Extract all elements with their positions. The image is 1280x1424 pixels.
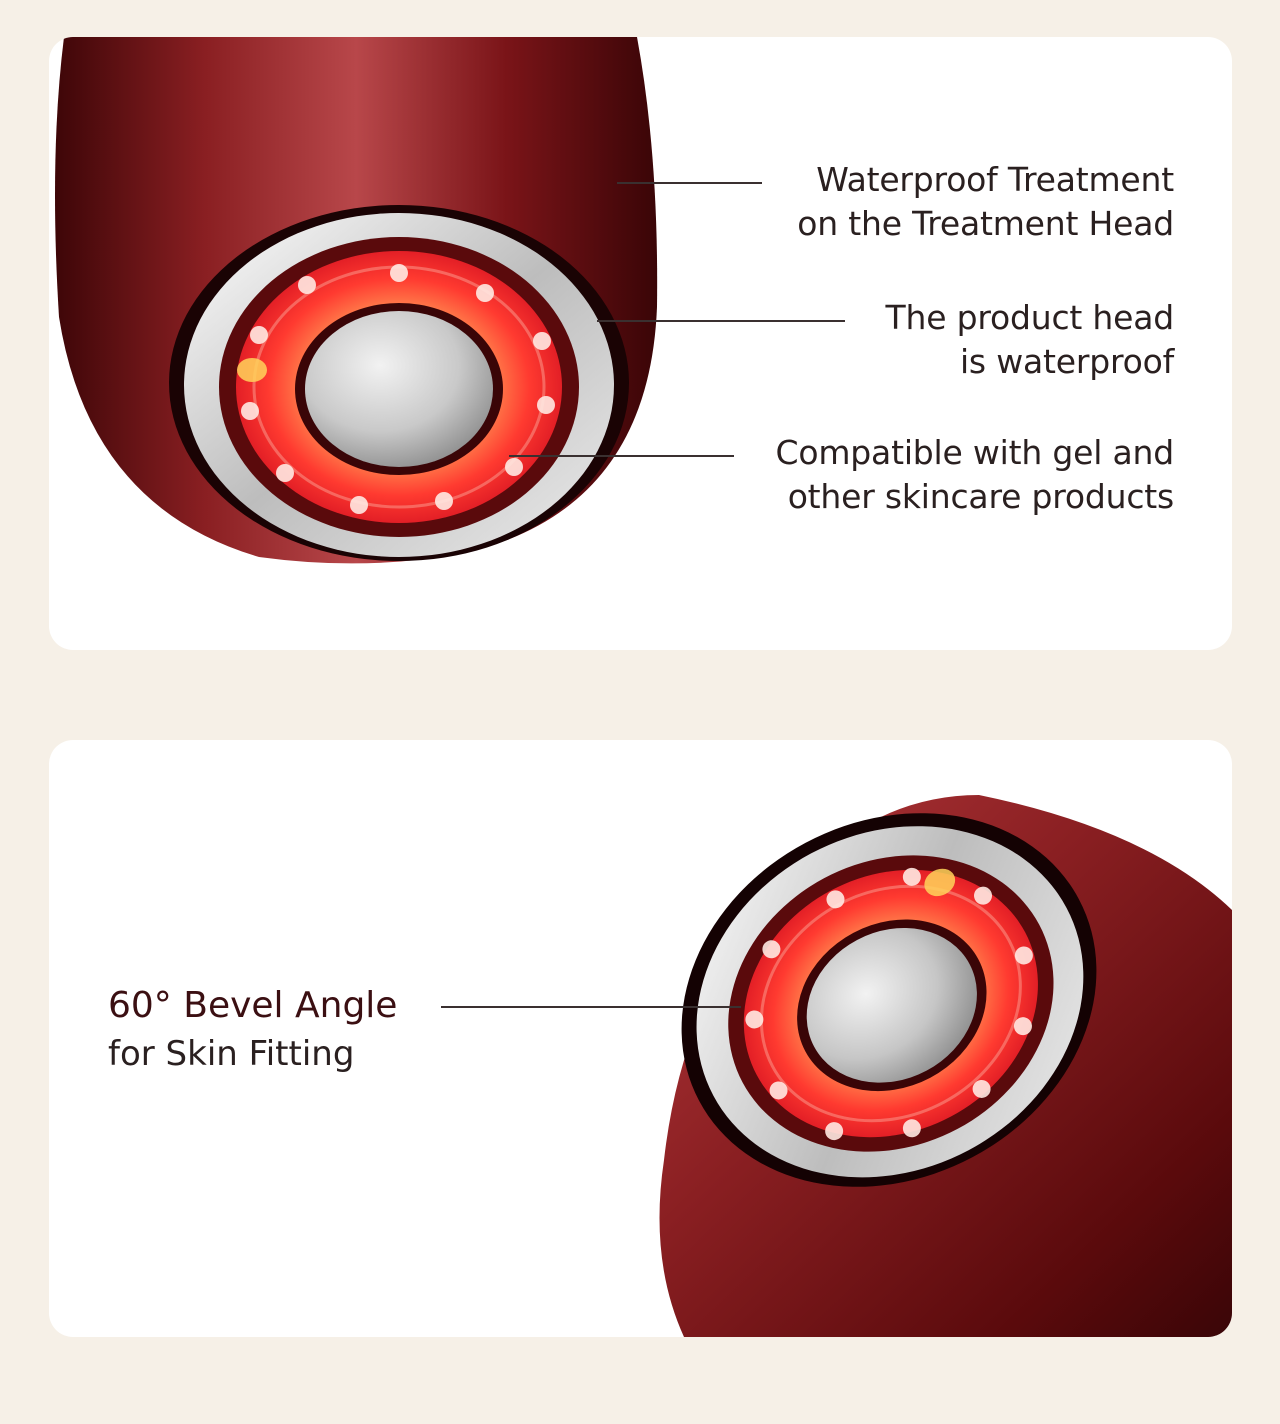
metal-electrode: [305, 311, 493, 467]
callout-leader-line: [509, 455, 734, 457]
bevel-leader-line: [441, 1006, 741, 1008]
bevel-angle-subtitle: for Skin Fitting: [108, 1034, 355, 1074]
callout-leader-line: [617, 182, 762, 184]
device-angled-illustration: [659, 795, 1232, 1337]
callout-waterproof-treatment: Waterproof Treatment on the Treatment He…: [797, 160, 1174, 243]
metal-electrode: [806, 927, 977, 1083]
callout-waterproof-head: The product head is waterproof: [885, 298, 1175, 381]
top-feature-panel: Waterproof Treatment on the Treatment He…: [49, 37, 1232, 650]
led-dots: [241, 264, 555, 514]
device-front-illustration: [55, 37, 658, 564]
bottom-feature-panel: 60° Bevel Angle for Skin Fitting: [49, 740, 1232, 1337]
bevel-angle-title: 60° Bevel Angle: [108, 985, 398, 1026]
callout-leader-line: [597, 320, 845, 322]
led-dots: [745, 867, 1033, 1141]
callout-gel-compatible: Compatible with gel and other skincare p…: [775, 433, 1175, 516]
